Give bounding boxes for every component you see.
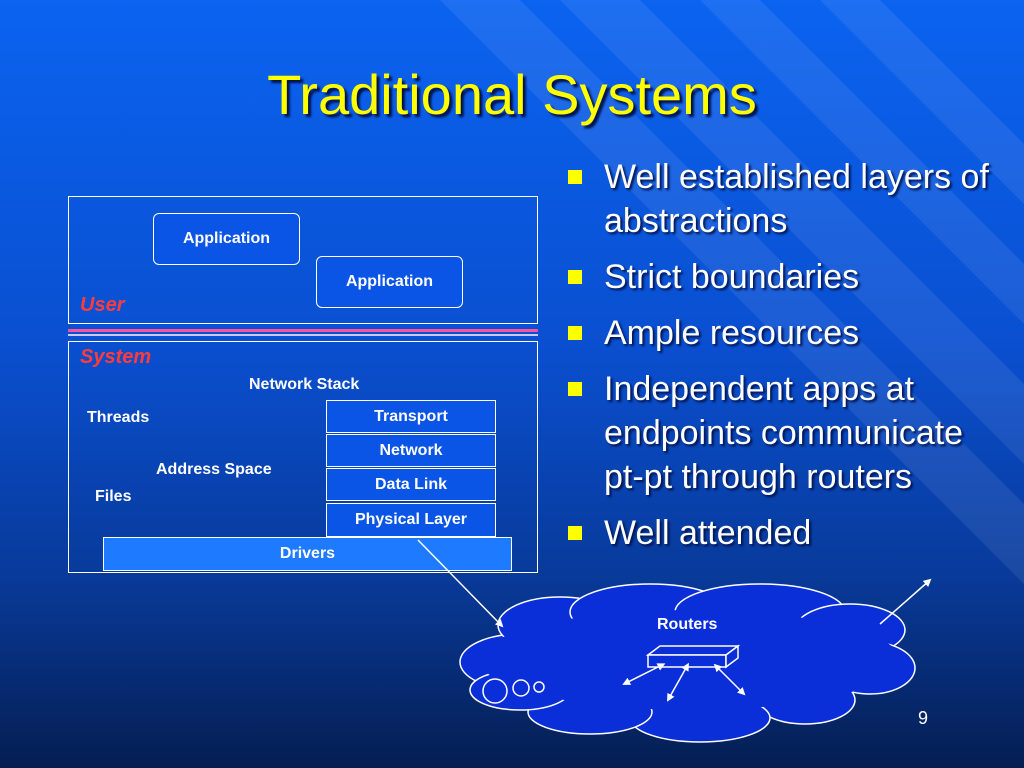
address-space-label: Address Space [156, 461, 272, 478]
square-bullet-icon [568, 326, 582, 340]
drivers-bar: Drivers [103, 537, 512, 571]
transport-layer: Transport [326, 400, 496, 433]
square-bullet-icon [568, 270, 582, 284]
bullet-list: Well established layers of abstractions … [566, 155, 1006, 567]
slide-title: Traditional Systems [267, 63, 757, 126]
link-arrows [417, 539, 932, 702]
user-label: User [80, 294, 125, 316]
bullet-item: Independent apps at endpoints communicat… [566, 367, 1006, 499]
system-label: System [80, 346, 152, 368]
application-box-1: Application [153, 213, 300, 265]
application-box-2: Application [316, 256, 463, 308]
page-number: 9 [918, 708, 929, 728]
bullet-item: Ample resources [566, 311, 1006, 355]
user-space-box [68, 196, 538, 324]
bullet-item: Well established layers of abstractions [566, 155, 1006, 243]
user-system-separator [68, 329, 538, 332]
cloud-puffs [482, 678, 545, 704]
routers-label: Routers [657, 616, 718, 633]
user-system-separator-shadow [68, 334, 538, 336]
data-link-layer: Data Link [326, 468, 496, 501]
router-device [645, 644, 741, 669]
network-layer: Network [326, 434, 496, 467]
files-label: Files [95, 488, 132, 505]
bullet-item: Well attended [566, 511, 1006, 555]
network-stack-label: Network Stack [249, 376, 360, 393]
threads-label: Threads [87, 409, 150, 426]
square-bullet-icon [568, 170, 582, 184]
bullet-item: Strict boundaries [566, 255, 1006, 299]
square-bullet-icon [568, 526, 582, 540]
physical-layer: Physical Layer [326, 503, 496, 537]
system-space-box [68, 341, 538, 573]
square-bullet-icon [568, 382, 582, 396]
